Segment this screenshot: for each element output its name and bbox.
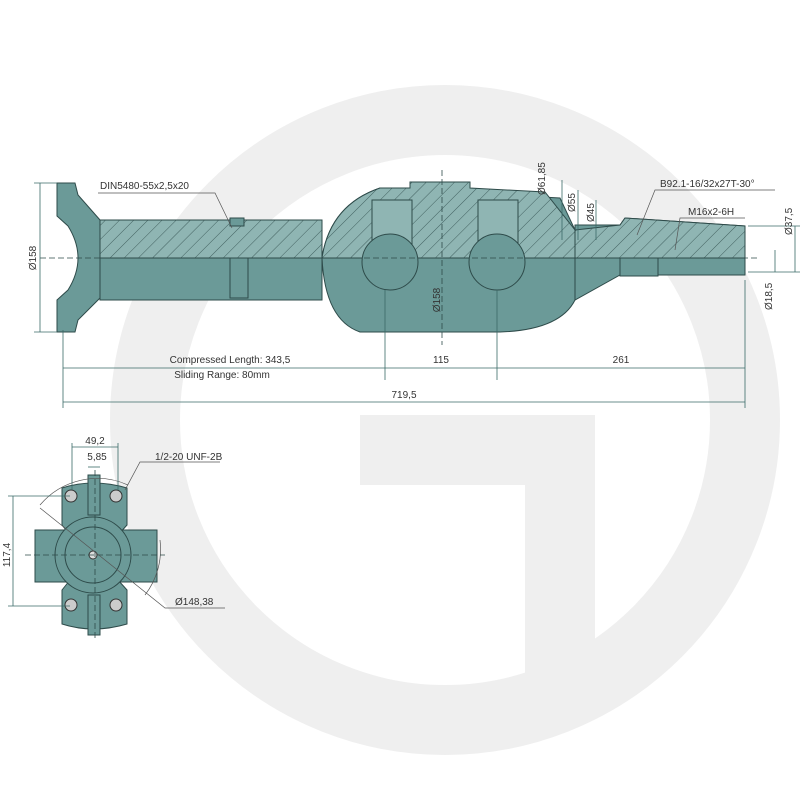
flange-yoke [56,182,101,333]
cross-end-view: 49,2 5,85 1/2-20 UNF-2B 117,4 Ø148,38 [2,436,225,640]
dim-d37: Ø37,5 [784,207,795,235]
callout-unf: 1/2-20 UNF-2B [155,452,223,463]
dim-compressed-length: Compressed Length: 343,5 [170,355,291,366]
tube-boss [229,217,245,227]
dim-d45: Ø45 [586,203,597,222]
dim-d55: Ø55 [567,193,578,212]
dim-cross-height: 117,4 [2,542,13,567]
dim-cross-diameter: Ø148,38 [175,597,214,608]
dim-right: 261 [613,355,630,366]
dim-yoke-diameter: Ø158 [28,245,39,270]
dim-sliding-range: Sliding Range: 80mm [174,370,270,381]
dimensions-side-view: Ø158 Ø158 Ø61,85 Ø55 Ø45 Ø37,5 Ø18,5 DIN… [28,162,800,408]
shaft-spline [619,257,659,277]
shaft-side-view [40,170,760,345]
callout-b92: B92.1-16/32x27T-30° [660,179,755,190]
dim-center-diameter: Ø158 [432,287,443,312]
cross-bearing-right [468,233,526,291]
tube-section [99,219,323,259]
dim-d18: Ø18,5 [764,282,775,310]
dim-cross-width: 49,2 [85,436,105,447]
dim-cross-slot: 5,85 [87,452,107,463]
watermark-logo [110,85,780,755]
callout-din5480: DIN5480-55x2,5x20 [100,181,189,192]
callout-m16: M16x2-6H [688,207,734,218]
sliding-tube [99,257,323,301]
dim-middle: 115 [433,355,449,366]
tube-ring [229,257,249,299]
dim-d61: Ø61,85 [537,162,548,195]
cross-bearing-left [361,233,419,291]
dim-overall-length: 719,5 [391,390,416,401]
